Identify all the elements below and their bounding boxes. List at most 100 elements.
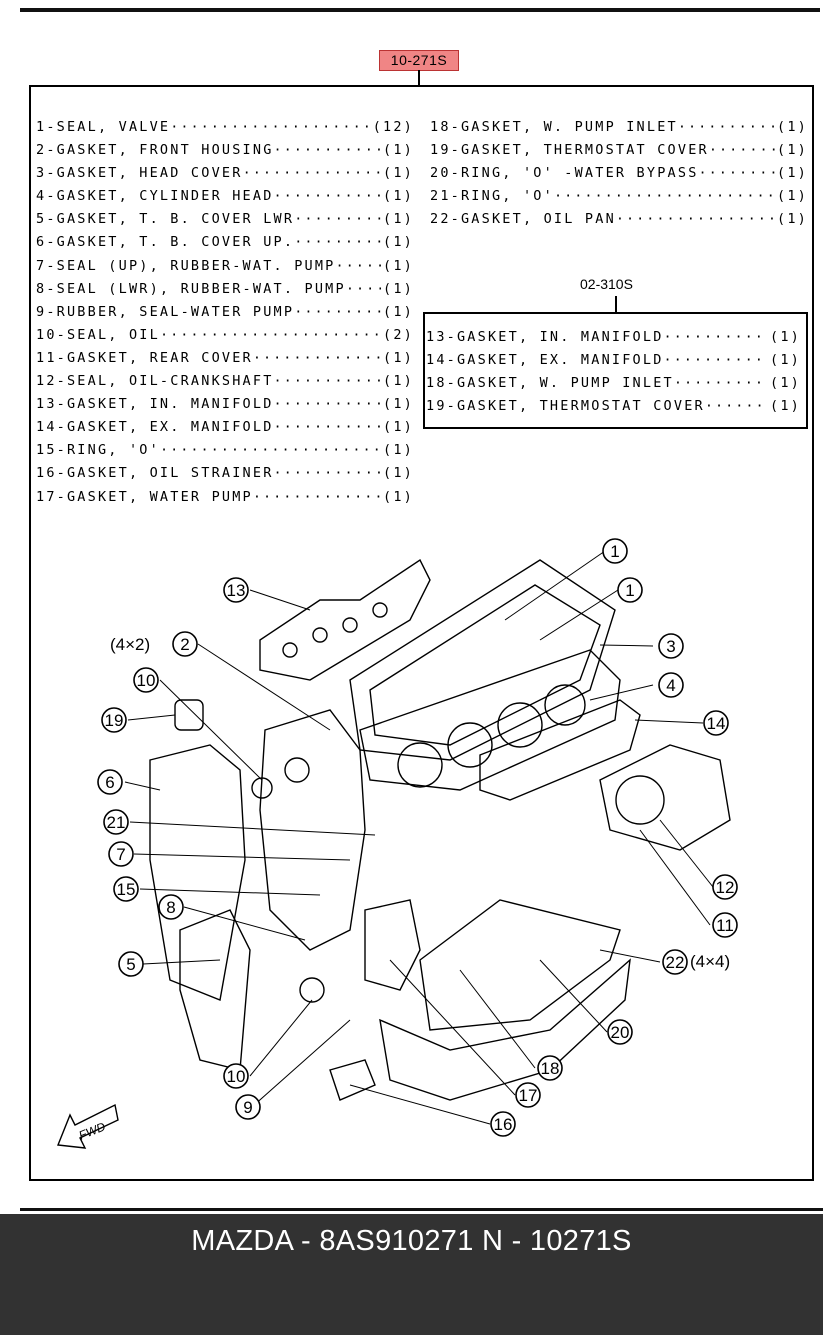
- callout-number: 18: [541, 1059, 560, 1078]
- oil-pan: [379, 958, 631, 1101]
- parts-list-item: 18-GASKET, W. PUMP INLET(1): [426, 372, 801, 395]
- footer-rule: [20, 1208, 823, 1211]
- part-quantity: (1): [770, 352, 801, 368]
- callout-number: 10: [137, 671, 156, 690]
- part-label: 11-GASKET, REAR COVER: [36, 347, 381, 370]
- parts-list-right: 18-GASKET, W. PUMP INLET(1)19-GASKET, TH…: [430, 116, 808, 231]
- bore-3: [497, 702, 543, 748]
- part-quantity: (1): [383, 465, 414, 482]
- part-quantity: (1): [777, 165, 808, 182]
- oil-strainer-gasket: [329, 1059, 376, 1101]
- callout-number: 14: [707, 714, 726, 733]
- callout-bubble[interactable]: [101, 707, 127, 733]
- cylinder-head-gasket: [359, 649, 621, 791]
- part-label: 13-GASKET, IN. MANIFOLD: [36, 393, 381, 416]
- part-quantity: (1): [383, 419, 414, 436]
- callout-bubble[interactable]: [602, 538, 628, 564]
- parts-list-item: 4-GASKET, CYLINDER HEAD(1): [36, 185, 414, 208]
- timing-cover-upper: [149, 744, 246, 1001]
- callout-bubble[interactable]: [235, 1094, 261, 1120]
- callout-bubble[interactable]: [133, 667, 159, 693]
- callout-bubble[interactable]: [662, 949, 688, 975]
- part-label: 12-SEAL, OIL-CRANKSHAFT: [36, 370, 381, 393]
- callout-bubble[interactable]: [158, 894, 184, 920]
- parts-list-item: 13-GASKET, IN. MANIFOLD(1): [426, 326, 801, 349]
- part-quantity: (1): [383, 188, 414, 205]
- parts-list-item: 19-GASKET, THERMOSTAT COVER(1): [426, 395, 801, 418]
- callout-number: 13: [227, 581, 246, 600]
- parts-list-item: 12-SEAL, OIL-CRANKSHAFT(1): [36, 370, 414, 393]
- callout-bubble[interactable]: [515, 1082, 541, 1108]
- callout-number: 8: [166, 898, 175, 917]
- part-quantity: (1): [383, 142, 414, 159]
- rear-cover-gasket: [599, 744, 731, 851]
- callout-bubble[interactable]: [617, 577, 643, 603]
- callout-bubble[interactable]: [537, 1055, 563, 1081]
- part-quantity: (1): [770, 375, 801, 391]
- callout-bubble[interactable]: [658, 633, 684, 659]
- parts-list-left: 1-SEAL, VALVE(12)2-GASKET, FRONT HOUSING…: [36, 116, 414, 509]
- thermostat-gasket-shape: [174, 699, 204, 731]
- bore-4: [544, 684, 586, 726]
- callout-number: 19: [105, 711, 124, 730]
- part-quantity: (2): [383, 326, 414, 343]
- callout-bubble[interactable]: [712, 912, 738, 938]
- oil-seal-10-lower: [299, 977, 325, 1003]
- part-quantity: (1): [383, 488, 414, 505]
- part-quantity: (1): [383, 349, 414, 366]
- ref-tag-leader: [418, 70, 420, 86]
- footer-bar: [0, 1214, 823, 1335]
- part-label: 4-GASKET, CYLINDER HEAD: [36, 185, 381, 208]
- callout-bubble[interactable]: [223, 1063, 249, 1089]
- parts-list-item: 8-SEAL (LWR), RUBBER-WAT. PUMP(1): [36, 278, 414, 301]
- parts-list-item: 3-GASKET, HEAD COVER(1): [36, 162, 414, 185]
- part-quantity: (1): [383, 280, 414, 297]
- callout-bubble[interactable]: [223, 577, 249, 603]
- part-label: 20-RING, 'O' -WATER BYPASS: [430, 162, 775, 185]
- part-quantity: (1): [777, 211, 808, 228]
- head-cover-gasket: [369, 584, 601, 746]
- callout-number: 15: [117, 880, 136, 899]
- parts-list-item: 1-SEAL, VALVE(12): [36, 116, 414, 139]
- callout-bubble[interactable]: [712, 874, 738, 900]
- parts-list-item: 15-RING, 'O'(1): [36, 439, 414, 462]
- callout-bubble[interactable]: [490, 1111, 516, 1137]
- parts-list-item: 10-SEAL, OIL(2): [36, 324, 414, 347]
- callout-bubble[interactable]: [118, 951, 144, 977]
- callout-bubble[interactable]: [108, 841, 134, 867]
- parts-list-item: 17-GASKET, WATER PUMP(1): [36, 486, 414, 509]
- callout-number: 20: [611, 1023, 630, 1042]
- callout-bubble[interactable]: [703, 710, 729, 736]
- part-label: 8-SEAL (LWR), RUBBER-WAT. PUMP: [36, 278, 381, 301]
- fwd-arrow-icon: [57, 1103, 119, 1149]
- parts-list-item: 18-GASKET, W. PUMP INLET(1): [430, 116, 808, 139]
- callout-bubble[interactable]: [607, 1019, 633, 1045]
- part-label: 19-GASKET, THERMOSTAT COVER: [430, 139, 775, 162]
- engine-exploded-diagram: FWD 113414132101962171585109161718202212…: [57, 538, 738, 1149]
- subset-leader: [615, 296, 617, 312]
- callout-number: 3: [666, 637, 675, 656]
- part-quantity: (1): [383, 257, 414, 274]
- subset-parts-list: 13-GASKET, IN. MANIFOLD(1)14-GASKET, EX.…: [426, 326, 801, 418]
- part-label: 7-SEAL (UP), RUBBER-WAT. PUMP: [36, 255, 381, 278]
- part-quantity: (1): [383, 303, 414, 320]
- assembly-ref-tag[interactable]: 10-271S: [379, 50, 459, 71]
- part-label: 10-SEAL, OIL: [36, 324, 381, 347]
- diagram-frame: [29, 85, 814, 1181]
- callout-bubble[interactable]: [113, 876, 139, 902]
- head-cover-outline: [349, 559, 616, 761]
- callout-bubble[interactable]: [172, 631, 198, 657]
- parts-list-item: 20-RING, 'O' -WATER BYPASS(1): [430, 162, 808, 185]
- part-quantity: (1): [383, 373, 414, 390]
- parts-list-item: 7-SEAL (UP), RUBBER-WAT. PUMP(1): [36, 255, 414, 278]
- parts-list-item: 21-RING, 'O'(1): [430, 185, 808, 208]
- part-label: 13-GASKET, IN. MANIFOLD: [426, 326, 768, 349]
- callout-bubble[interactable]: [97, 769, 123, 795]
- part-label: 19-GASKET, THERMOSTAT COVER: [426, 395, 768, 418]
- subset-box: 13-GASKET, IN. MANIFOLD(1)14-GASKET, EX.…: [423, 312, 808, 429]
- oil-pan-gasket: [419, 899, 621, 1031]
- part-quantity: (1): [383, 211, 414, 228]
- callout-bubble[interactable]: [658, 672, 684, 698]
- parts-list-item: 14-GASKET, EX. MANIFOLD(1): [36, 416, 414, 439]
- callout-bubble[interactable]: [103, 809, 129, 835]
